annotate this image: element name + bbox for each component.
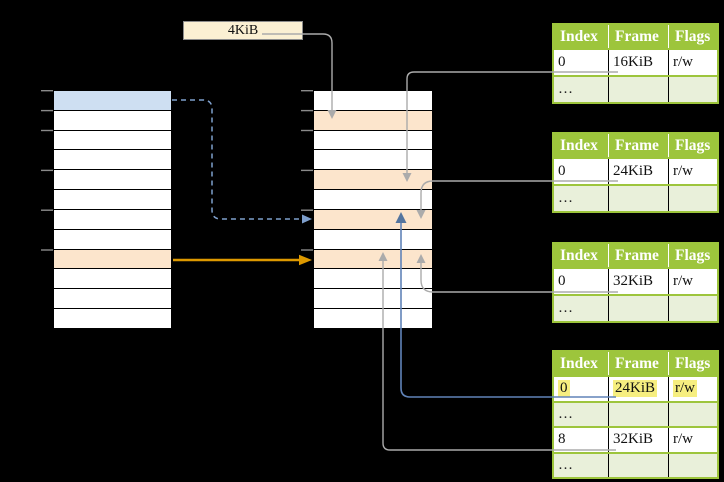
column-header-index: Index — [554, 352, 609, 375]
table-header-row: IndexFrameFlags — [554, 25, 717, 48]
table-cell: 0 — [554, 159, 609, 184]
virtual-page-row-6 — [54, 190, 171, 210]
column-header-flags: Flags — [669, 134, 717, 157]
table-header-row: IndexFrameFlags — [554, 244, 717, 267]
highlighted-value: 0 — [558, 380, 570, 397]
column-header-index: Index — [554, 25, 609, 48]
highlighted-value: 24KiB — [613, 380, 657, 397]
virtual-page-row-11 — [54, 289, 171, 309]
physical-frame-row-11 — [314, 289, 432, 309]
table-row: … — [554, 77, 717, 102]
column-header-flags: Flags — [669, 244, 717, 267]
page-table-2: IndexFrameFlags024KiBr/w… — [552, 132, 719, 213]
table-cell: … — [554, 186, 609, 211]
table-cell: 32KiB — [609, 269, 669, 294]
physical-frame-row-12 — [314, 309, 432, 328]
table-row: 832KiBr/w — [554, 428, 717, 452]
virtual-page-row-8 — [54, 230, 171, 250]
arrowhead-right-icon — [299, 255, 312, 265]
arrow-virtual-page-to-frame-orange — [173, 255, 312, 265]
column-header-index: Index — [554, 134, 609, 157]
table-cell: 8 — [554, 428, 609, 452]
arrow-virtual-page-to-frame-dashed — [172, 100, 312, 224]
physical-frame-row-10 — [314, 269, 432, 289]
table-cell — [669, 186, 717, 211]
physical-frames-column — [313, 90, 433, 329]
virtual-page-row-3 — [54, 131, 171, 151]
table-cell: … — [554, 77, 609, 102]
table-cell: r/w — [669, 428, 717, 452]
highlighted-value: r/w — [673, 380, 697, 397]
virtual-page-row-2 — [54, 111, 171, 131]
page-size-label: 4KiB — [183, 21, 303, 40]
table-cell — [669, 77, 717, 102]
table-cell — [609, 296, 669, 321]
virtual-page-row-4 — [54, 150, 171, 170]
physical-frame-row-5 — [314, 170, 432, 190]
table-cell: r/w — [669, 377, 717, 401]
table-row: 0 24KiB r/w — [554, 377, 717, 401]
table-row: 016KiBr/w — [554, 50, 717, 75]
virtual-page-row-5 — [54, 170, 171, 190]
table-row: … — [554, 403, 717, 427]
table-cell: 0 — [554, 50, 609, 75]
table-cell: … — [554, 454, 609, 478]
table-cell: … — [554, 296, 609, 321]
table-cell: r/w — [669, 50, 717, 75]
physical-frame-row-6 — [314, 190, 432, 210]
page-table-3: IndexFrameFlags032KiBr/w… — [552, 242, 719, 323]
table-cell: … — [554, 403, 609, 427]
table-cell — [669, 296, 717, 321]
virtual-page-row-7 — [54, 210, 171, 230]
column-header-frame: Frame — [609, 25, 669, 48]
virtual-pages-column — [53, 90, 172, 329]
table-row: … — [554, 296, 717, 321]
table-cell: 24KiB — [609, 159, 669, 184]
physical-frame-row-3 — [314, 131, 432, 151]
table-cell — [669, 454, 717, 478]
table-cell — [609, 77, 669, 102]
page-table-4: IndexFrameFlags024KiBr/w…832KiBr/w… — [552, 350, 719, 479]
physical-frame-row-4 — [314, 150, 432, 170]
virtual-page-row-12 — [54, 309, 171, 328]
arrowhead-right-icon — [302, 215, 312, 224]
table-cell: r/w — [669, 159, 717, 184]
physical-frame-row-9 — [314, 250, 432, 270]
table-cell — [669, 403, 717, 427]
column-header-frame: Frame — [609, 352, 669, 375]
physical-frame-row-7 — [314, 210, 432, 230]
column-header-index: Index — [554, 244, 609, 267]
table-cell: 0 — [554, 269, 609, 294]
table-cell: 32KiB — [609, 428, 669, 452]
table-cell — [609, 186, 669, 211]
column-header-frame: Frame — [609, 244, 669, 267]
virtual-page-row-9 — [54, 250, 171, 270]
physical-frame-row-8 — [314, 230, 432, 250]
column-header-flags: Flags — [669, 352, 717, 375]
table-header-row: IndexFrameFlags — [554, 352, 717, 375]
table-row: … — [554, 454, 717, 478]
table-cell: r/w — [669, 269, 717, 294]
virtual-page-row-10 — [54, 269, 171, 289]
table-row: 024KiBr/w — [554, 159, 717, 184]
table-cell: 24KiB — [609, 377, 669, 401]
table-cell — [609, 403, 669, 427]
column-header-frame: Frame — [609, 134, 669, 157]
virtual-page-row-1 — [54, 91, 171, 111]
physical-frame-row-2 — [314, 111, 432, 131]
table-row: 032KiBr/w — [554, 269, 717, 294]
table-row: … — [554, 186, 717, 211]
table-cell: 16KiB — [609, 50, 669, 75]
physical-frame-row-1 — [314, 91, 432, 111]
table-cell — [609, 454, 669, 478]
column-header-flags: Flags — [669, 25, 717, 48]
table-cell: 0 — [554, 377, 609, 401]
page-table-1: IndexFrameFlags016KiBr/w… — [552, 23, 719, 104]
table-header-row: IndexFrameFlags — [554, 134, 717, 157]
